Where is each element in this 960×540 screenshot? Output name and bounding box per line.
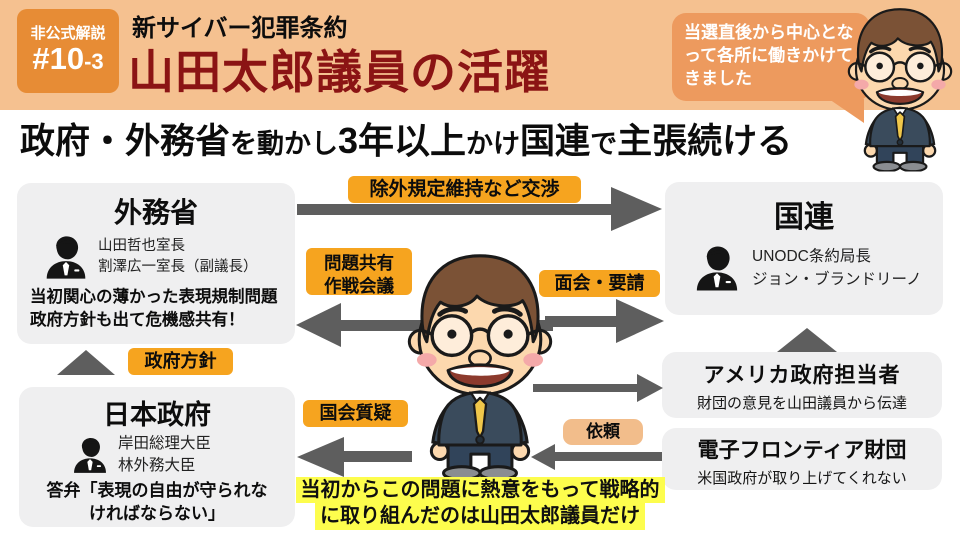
arrow-meet-head — [616, 299, 664, 343]
speech-bubble: 当選直後から中心となって各所に働きかけてきました — [672, 13, 870, 101]
label-share-line: 問題共有 — [324, 253, 394, 273]
subtitle-seg: で — [590, 129, 618, 159]
box-mofa-title: 外務省 — [113, 197, 198, 228]
box-japan-title: 日本政府 — [103, 400, 211, 430]
box-us-gov: アメリカ政府担当者 財団の意見を山田議員から伝達 — [662, 352, 942, 418]
person-line: 割澤広一室長（副議長） — [98, 259, 258, 275]
box-japan-note: 答弁「表現の自由が守られな ければならない」 — [19, 480, 295, 525]
note-line: 答弁「表現の自由が守られな — [46, 481, 268, 501]
slide-subtitle: 政府・外務省を動かし3年以上かけ国連で主張続ける — [20, 112, 955, 164]
subtitle-seg: 3年以上 — [338, 120, 467, 161]
arrow-negotiate-shaft — [297, 204, 613, 215]
arrow-request-head — [531, 444, 555, 470]
arrow-up-to-un — [777, 328, 837, 352]
arrow-diet-head — [297, 437, 344, 477]
box-un: 国連 UNODC条約局長 ジョン・ブランドリーノ — [665, 182, 943, 315]
subtitle-seg: 主張続ける — [617, 122, 793, 161]
box-us-title: アメリカ政府担当者 — [703, 364, 901, 387]
slide-supertitle: 新サイバー犯罪条約 — [132, 15, 348, 42]
box-japan-gov: 日本政府 岸田総理大臣 林外務大臣 答弁「表現の自由が守られな ければならない」 — [19, 387, 295, 527]
label-request: 依頼 — [563, 419, 643, 445]
person-bust-icon — [71, 436, 109, 474]
arrow-share-head — [296, 303, 341, 347]
subtitle-seg: 政府・外務省 — [20, 122, 231, 161]
subtitle-seg: を動かし — [230, 129, 339, 159]
box-un-people: UNODC条約局長 ジョン・ブランドリーノ — [752, 245, 922, 292]
box-japan-people: 岸田総理大臣 林外務大臣 — [118, 433, 211, 476]
person-bust-icon — [693, 244, 741, 292]
arrow-us-head — [637, 374, 663, 402]
arrow-negotiate-head — [611, 187, 662, 231]
arrow-up-to-mofa — [57, 350, 115, 375]
box-us-note: 財団の意見を山田議員から伝達 — [696, 395, 907, 412]
arrow-meet-shaft — [545, 316, 618, 327]
subtitle-seg: かけ — [466, 129, 521, 159]
label-meet-request: 面会・要請 — [539, 270, 660, 297]
label-share-line: 作戦会議 — [324, 275, 394, 296]
arrow-us-shaft — [533, 384, 639, 392]
box-mofa-note: 当初関心の薄かった表現規制問題 政府方針も出て危機感共有！ — [30, 286, 295, 332]
episode-badge: 非公式解説 #10-3 — [17, 9, 119, 93]
person-line: 林外務大臣 — [118, 456, 196, 474]
box-eff: 電子フロンティア財団 米国政府が取り上げてくれない — [662, 428, 942, 490]
speech-bubble-tail — [826, 97, 864, 123]
box-un-title: 国連 — [774, 201, 834, 234]
person-line: ジョン・ブランドリーノ — [752, 271, 922, 288]
box-eff-title: 電子フロンティア財団 — [697, 439, 907, 462]
highlight-line: に取り組んだのは山田太郎議員だけ — [315, 503, 645, 530]
badge-number: #10-3 — [32, 41, 104, 76]
person-bust-icon — [43, 234, 89, 280]
label-diet-question: 国会質疑 — [303, 400, 408, 427]
person-line: 岸田総理大臣 — [118, 435, 212, 452]
label-gov-policy: 政府方針 — [128, 348, 233, 375]
politician-character — [404, 252, 556, 480]
badge-label: 非公式解説 — [30, 25, 106, 42]
person-line: 山田哲也室長 — [98, 237, 185, 254]
box-mofa-people: 山田哲也室長 割澤広一室長（副議長） — [98, 236, 258, 278]
note-line: 政府方針も出て危機感共有！ — [30, 310, 245, 329]
note-line: ければならない」 — [89, 503, 225, 523]
box-eff-note: 米国政府が取り上げてくれない — [697, 470, 907, 487]
box-mofa-person-row: 山田哲也室長 割澤広一室長（副議長） — [43, 234, 295, 280]
subtitle-seg: 国連 — [520, 122, 591, 161]
box-un-person-row: UNODC条約局長 ジョン・ブランドリーノ — [693, 244, 943, 292]
arrow-diet-shaft — [342, 451, 412, 462]
person-line: UNODC条約局長 — [752, 247, 871, 265]
box-japan-person-row: 岸田総理大臣 林外務大臣 — [71, 433, 295, 476]
box-mofa: 外務省 山田哲也室長 割澤広一室長（副議長） 当初関心の薄かった表現規制問題 政… — [17, 183, 295, 344]
label-share-meeting: 問題共有 作戦会議 — [306, 248, 412, 296]
arrow-request-shaft — [554, 452, 662, 461]
badge-suffix: -3 — [84, 49, 104, 74]
label-negotiate: 除外規定維持など交渉 — [348, 176, 581, 203]
highlight-caption: 当初からこの問題に熱意をもって戦略的 に取り組んだのは山田太郎議員だけ — [290, 477, 670, 530]
highlight-line: 当初からこの問題に熱意をもって戦略的 — [295, 477, 665, 504]
note-line: 当初関心の薄かった表現規制問題 — [30, 288, 278, 306]
page-title: 山田太郎議員の活躍 — [128, 46, 551, 98]
